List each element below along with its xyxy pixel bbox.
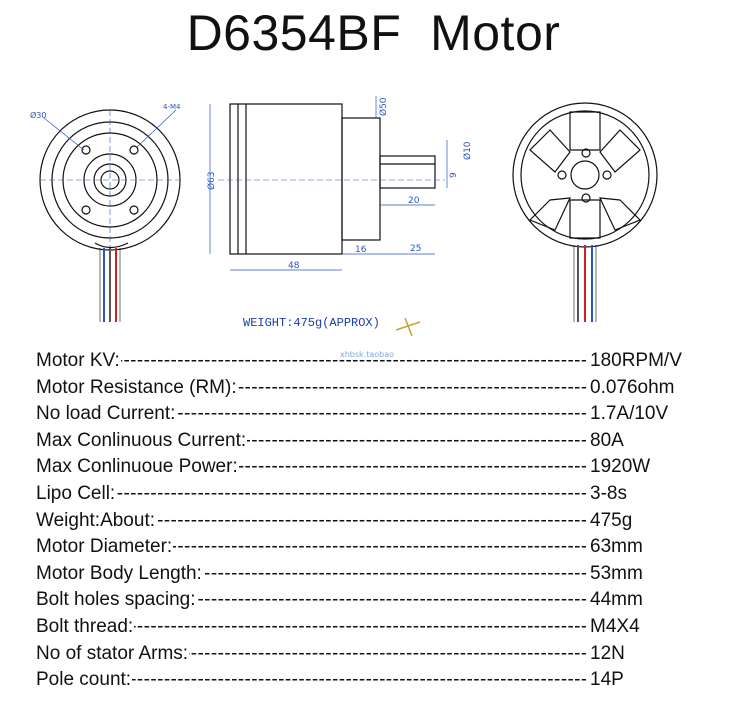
rear-view bbox=[512, 102, 658, 248]
length-16-label: 16 bbox=[355, 245, 367, 255]
spec-row: ----------------------------------------… bbox=[36, 348, 736, 375]
spec-label: No load Current: bbox=[36, 401, 177, 428]
spec-value: 12N bbox=[590, 640, 625, 668]
watermark: xhbsk.taobao bbox=[340, 350, 395, 359]
rear-wires bbox=[573, 245, 597, 322]
side-dimensions bbox=[209, 96, 448, 271]
spec-label: Motor Body Length: bbox=[36, 560, 203, 588]
page-title: D6354BF Motor bbox=[186, 5, 561, 61]
spec-label: Lipo Cell: bbox=[36, 480, 117, 508]
spec-label: Bolt thread: bbox=[36, 613, 135, 641]
spec-value: 1920W bbox=[590, 454, 651, 481]
spec-leader: ----------------------------------------… bbox=[36, 509, 586, 531]
spec-leader: ----------------------------------------… bbox=[36, 350, 586, 371]
spec-row: ----------------------------------------… bbox=[36, 507, 736, 535]
spec-value: 0.076ohm bbox=[590, 374, 675, 402]
front-dia-label: Ø30 bbox=[30, 110, 46, 120]
spec-value: 80A bbox=[590, 427, 624, 455]
spec-row: ----------------------------------------… bbox=[36, 587, 736, 614]
spec-label: Motor Resistance (RM): bbox=[36, 374, 238, 402]
spec-leader: ----------------------------------------… bbox=[36, 536, 586, 558]
spec-label: Bolt holes spacing: bbox=[36, 587, 197, 614]
spec-value: M4X4 bbox=[590, 613, 640, 641]
front-view bbox=[39, 109, 181, 251]
spec-value: 475g bbox=[590, 507, 633, 535]
spec-label: Max Conlinuous Current: bbox=[36, 427, 248, 455]
front-holes-label: 4-M4 bbox=[163, 103, 181, 111]
shaft-dia-label: Ø10 bbox=[462, 141, 473, 160]
spec-value: 1.7A/10V bbox=[590, 401, 669, 428]
front-dia-label-side: Ø50 bbox=[378, 97, 389, 116]
shaft-len-label: 20 bbox=[408, 196, 420, 206]
spec-value: 14P bbox=[590, 667, 624, 694]
spec-row: ----------------------------------------… bbox=[36, 374, 736, 402]
spec-row: ----------------------------------------… bbox=[36, 667, 736, 694]
spec-row: ----------------------------------------… bbox=[36, 427, 736, 455]
body-dia-label: Ø63 bbox=[206, 171, 217, 190]
spec-label: No of stator Arms: bbox=[36, 640, 190, 668]
spec-label: Motor Diameter: bbox=[36, 534, 174, 561]
spec-value: 44mm bbox=[590, 587, 643, 614]
length-25-label: 25 bbox=[410, 244, 421, 254]
spec-row: ----------------------------------------… bbox=[36, 454, 736, 481]
spec-leader: ----------------------------------------… bbox=[36, 482, 586, 504]
spec-row: ----------------------------------------… bbox=[36, 480, 736, 508]
front-wires bbox=[99, 248, 121, 322]
motor-technical-drawing: Ø30 4-M4 Ø63 Ø50 Ø10 9 20 48 16 25 bbox=[30, 96, 658, 337]
spec-value: 53mm bbox=[590, 560, 643, 588]
spec-value: 180RPM/V bbox=[590, 348, 682, 375]
shaft-flat-label: 9 bbox=[449, 172, 459, 178]
spec-label: Weight:About: bbox=[36, 507, 157, 535]
spec-label: Pole count: bbox=[36, 667, 133, 694]
spec-row: ----------------------------------------… bbox=[36, 534, 736, 561]
side-view bbox=[218, 103, 445, 255]
spec-row: ----------------------------------------… bbox=[36, 613, 736, 641]
spec-leader: ----------------------------------------… bbox=[36, 615, 586, 637]
spec-label: Motor KV: bbox=[36, 348, 121, 375]
spec-list: ----------------------------------------… bbox=[36, 348, 736, 694]
spec-leader: ----------------------------------------… bbox=[36, 669, 586, 691]
airplane-icon bbox=[395, 317, 421, 337]
spec-row: ----------------------------------------… bbox=[36, 560, 736, 588]
spec-value: 63mm bbox=[590, 534, 643, 561]
spec-row: ----------------------------------------… bbox=[36, 401, 736, 428]
length-48-label: 48 bbox=[288, 261, 300, 271]
spec-label: Max Conlinuoue Power: bbox=[36, 454, 239, 481]
spec-value: 3-8s bbox=[590, 480, 627, 508]
weight-note: WEIGHT:475g(APPROX) bbox=[243, 316, 380, 330]
spec-row: ----------------------------------------… bbox=[36, 640, 736, 668]
